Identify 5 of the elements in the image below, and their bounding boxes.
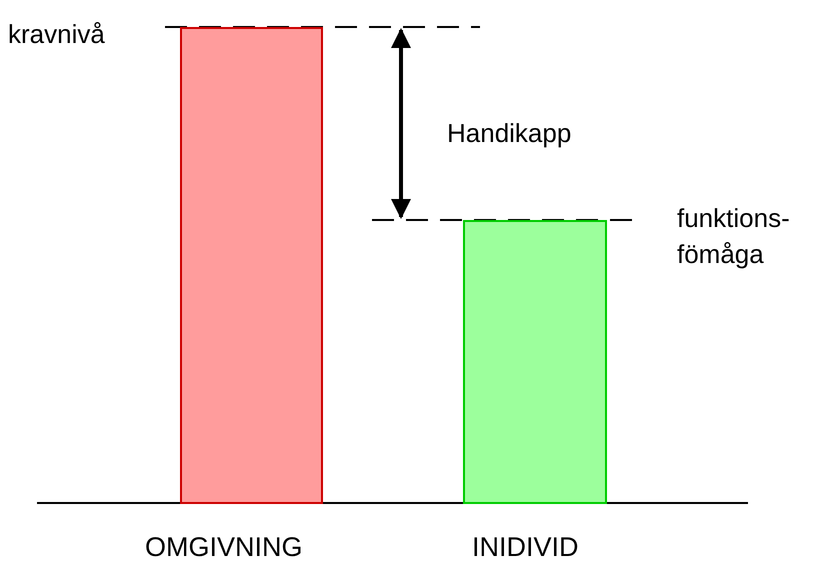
bar-label: INIDIVID — [472, 532, 579, 563]
text-label: kravnivå — [8, 18, 106, 51]
text-label: funktions- fömåga — [677, 202, 791, 271]
text-label: Handikapp — [447, 117, 572, 150]
bar-label: OMGIVNING — [145, 532, 303, 563]
